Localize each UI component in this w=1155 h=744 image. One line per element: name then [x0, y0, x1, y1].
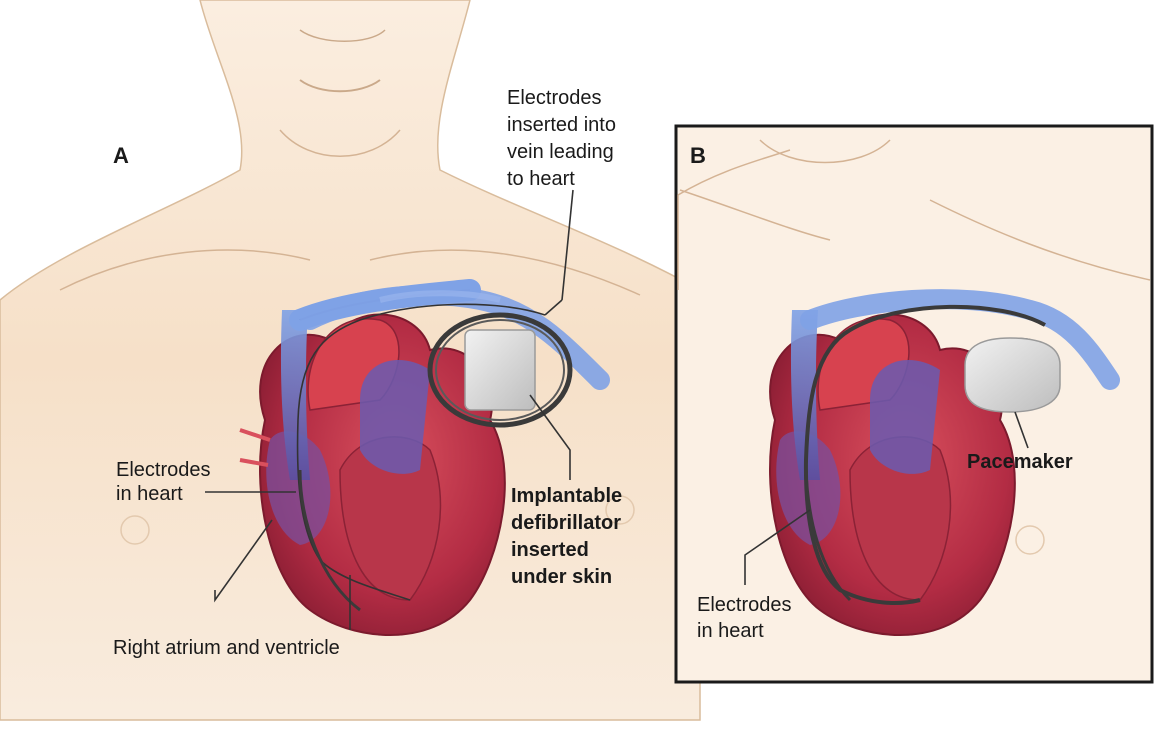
- label-right-atrium: Right atrium and ventricle: [113, 637, 340, 659]
- label-electrodes-in-heart-b-line-2: in heart: [697, 620, 764, 642]
- pacemaker-device: [965, 338, 1060, 412]
- label-defibrillator-line-1: Implantable: [511, 485, 622, 507]
- label-defibrillator-line-3: inserted: [511, 539, 589, 561]
- panel-b-letter: B: [690, 143, 706, 168]
- label-electrodes-vein-line-3: vein leading: [507, 141, 614, 163]
- label-electrodes-vein: Electrodes inserted into vein leading to…: [507, 87, 622, 190]
- defibrillator-device: [465, 330, 535, 410]
- label-electrodes-in-heart-a-line-1: Electrodes: [116, 459, 211, 481]
- label-electrodes-vein-line-4: to heart: [507, 168, 575, 190]
- label-electrodes-in-heart-b-line-1: Electrodes: [697, 594, 792, 616]
- label-defibrillator-line-4: under skin: [511, 566, 612, 588]
- label-pacemaker: Pacemaker: [967, 451, 1073, 473]
- label-electrodes-vein-line-2: inserted into: [507, 114, 616, 136]
- label-electrodes-in-heart-a-line-2: in heart: [116, 483, 183, 505]
- panel-a-letter: A: [113, 143, 129, 168]
- label-electrodes-vein-line-1: Electrodes: [507, 87, 602, 109]
- label-defibrillator-line-2: defibrillator: [511, 512, 621, 534]
